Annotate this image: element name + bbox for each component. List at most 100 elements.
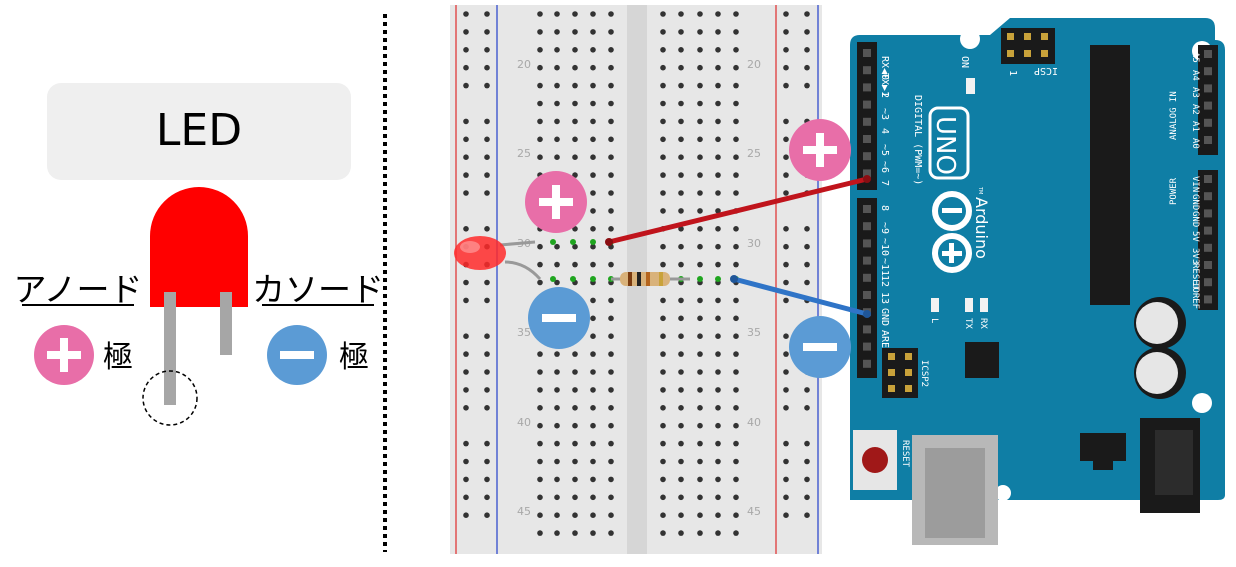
capacitor	[1134, 347, 1186, 399]
breadboard-hole	[678, 47, 684, 53]
breadboard-hole	[484, 64, 490, 71]
breadboard-hole	[804, 494, 810, 501]
breadboard-hole	[678, 458, 684, 465]
led-explanation-panel: LED アノード 極 カソード 極	[13, 83, 384, 426]
breadboard-hole	[463, 29, 469, 35]
breadboard-hole	[733, 47, 739, 53]
header-pin	[863, 100, 871, 109]
breadboard-hole	[608, 64, 614, 71]
breadboard-hole	[608, 387, 614, 393]
breadboard-hole	[660, 243, 666, 250]
breadboard-hole	[715, 208, 721, 214]
breadboard-hole	[678, 351, 684, 357]
breadboard-hole	[697, 405, 703, 411]
pin-label: RX◀0	[879, 56, 890, 80]
breadboard-hole	[608, 476, 614, 483]
breadboard-hole	[733, 100, 739, 107]
breadboard-hole	[463, 476, 469, 483]
breadboard-hole	[590, 530, 596, 536]
breadboard-hole	[608, 29, 614, 35]
uno-text: UNO	[930, 116, 960, 175]
breadboard-hole	[697, 261, 703, 268]
breadboard-hole	[572, 154, 578, 160]
breadboard-hole	[678, 172, 684, 178]
minus-circle-icon	[267, 325, 327, 385]
breadboard-hole	[590, 494, 596, 501]
breadboard-hole	[554, 47, 560, 53]
pin-label: 3V3	[1190, 248, 1200, 264]
breadboard-hole	[697, 190, 703, 196]
plus-circle-icon	[525, 171, 587, 233]
breadboard-hole	[804, 29, 810, 35]
row-number: 40	[747, 416, 761, 429]
breadboard-hole	[697, 494, 703, 501]
breadboard-hole	[463, 190, 469, 196]
breadboard-hole	[783, 243, 789, 250]
breadboard-hole	[804, 243, 810, 250]
breadboard-hole	[572, 387, 578, 393]
breadboard-hole	[554, 494, 560, 501]
pin-label: A4	[1190, 70, 1200, 81]
l-label: L	[929, 318, 939, 323]
breadboard-hole	[484, 369, 490, 375]
breadboard-hole	[660, 190, 666, 196]
capacitor	[1134, 297, 1186, 349]
arduino-pcb	[850, 18, 1225, 500]
breadboard-hole	[715, 243, 721, 250]
breadboard-hole	[660, 315, 666, 322]
breadboard-hole	[590, 190, 596, 196]
breadboard-hole	[804, 476, 810, 483]
reset-button[interactable]	[862, 447, 888, 473]
header-pin	[1204, 84, 1212, 93]
plus-circle-icon	[789, 119, 851, 181]
breadboard-hole	[783, 82, 789, 89]
breadboard-hole	[572, 405, 578, 411]
breadboard-hole	[715, 387, 721, 393]
breadboard-hole	[590, 458, 596, 465]
header-pin	[1204, 101, 1212, 110]
row-number: 30	[747, 237, 761, 250]
breadboard-hole	[715, 82, 721, 89]
breadboard-hole	[608, 118, 614, 125]
header-pin	[1204, 209, 1212, 218]
breadboard-hole	[678, 405, 684, 411]
breadboard-hole	[537, 476, 543, 483]
breadboard-hole	[715, 297, 721, 304]
breadboard-hole	[733, 11, 739, 17]
breadboard-hole	[678, 387, 684, 393]
analog-pin-labels: A5 A4 A3 A2 A1 A0 VIN GND GND 5V 3V3 RES…	[1190, 52, 1200, 309]
breadboard-hole	[590, 154, 596, 160]
breadboard-hole	[537, 440, 543, 447]
regulator-tab	[1093, 460, 1113, 470]
breadboard-hole	[660, 172, 666, 178]
pin-label: A1	[1190, 121, 1200, 132]
on-label: ON	[959, 56, 970, 68]
breadboard-hole	[678, 136, 684, 143]
breadboard-hole	[608, 172, 614, 178]
breadboard-hole	[554, 512, 560, 518]
breadboard-hole	[590, 297, 596, 304]
breadboard-hole	[783, 387, 789, 393]
pin-label: IOREF	[1190, 282, 1200, 309]
breadboard-hole	[608, 297, 614, 304]
breadboard-hole	[783, 369, 789, 375]
breadboard-hole	[537, 387, 543, 393]
logo-plus-v	[949, 243, 954, 263]
mount-hole	[1192, 393, 1212, 413]
breadboard-hole	[537, 422, 543, 429]
breadboard-hole	[678, 476, 684, 483]
reset-label: RESET	[900, 440, 910, 468]
breadboard-hole	[804, 226, 810, 232]
breadboard-hole	[590, 47, 596, 53]
breadboard-hole	[678, 64, 684, 71]
breadboard-hole	[678, 11, 684, 17]
breadboard-hole	[715, 64, 721, 71]
breadboard-hole	[484, 458, 490, 465]
breadboard-hole	[733, 476, 739, 483]
breadboard-hole	[783, 458, 789, 465]
pin-label: 12	[879, 275, 890, 287]
breadboard-hole	[463, 136, 469, 143]
wire-end	[605, 238, 613, 246]
breadboard-hole	[572, 458, 578, 465]
pin-label: TX▶1	[879, 73, 890, 97]
